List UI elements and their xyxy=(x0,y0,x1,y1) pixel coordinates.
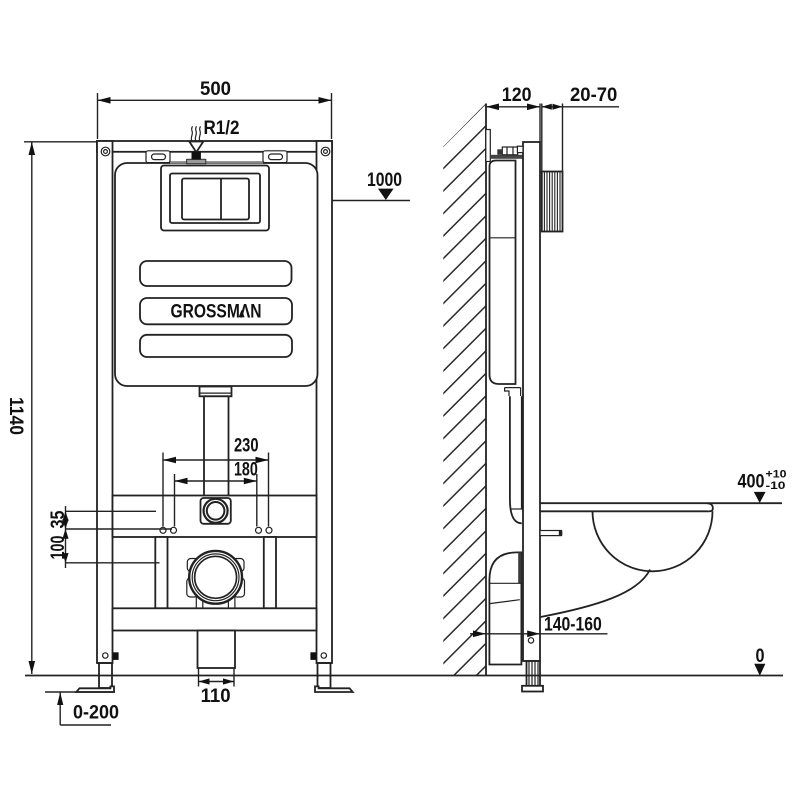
svg-text:0-200: 0-200 xyxy=(73,702,119,723)
svg-text:230: 230 xyxy=(234,436,259,457)
svg-text:180: 180 xyxy=(234,459,258,480)
svg-text:0: 0 xyxy=(756,646,765,667)
svg-text:500: 500 xyxy=(200,79,231,100)
svg-text:140-160: 140-160 xyxy=(544,614,602,635)
svg-text:20-70: 20-70 xyxy=(570,85,617,106)
svg-text:1000: 1000 xyxy=(367,170,402,191)
svg-text:GROSSMΛN: GROSSMΛN xyxy=(171,302,262,323)
svg-text:+10: +10 xyxy=(766,469,787,481)
svg-text:120: 120 xyxy=(502,85,532,106)
svg-text:35: 35 xyxy=(48,510,69,528)
svg-text:400: 400 xyxy=(738,471,765,492)
svg-text:R1/2: R1/2 xyxy=(204,118,240,139)
svg-text:-10: -10 xyxy=(766,480,786,492)
svg-text:110: 110 xyxy=(201,686,231,707)
svg-text:100: 100 xyxy=(48,536,69,560)
svg-text:1140: 1140 xyxy=(5,397,26,435)
